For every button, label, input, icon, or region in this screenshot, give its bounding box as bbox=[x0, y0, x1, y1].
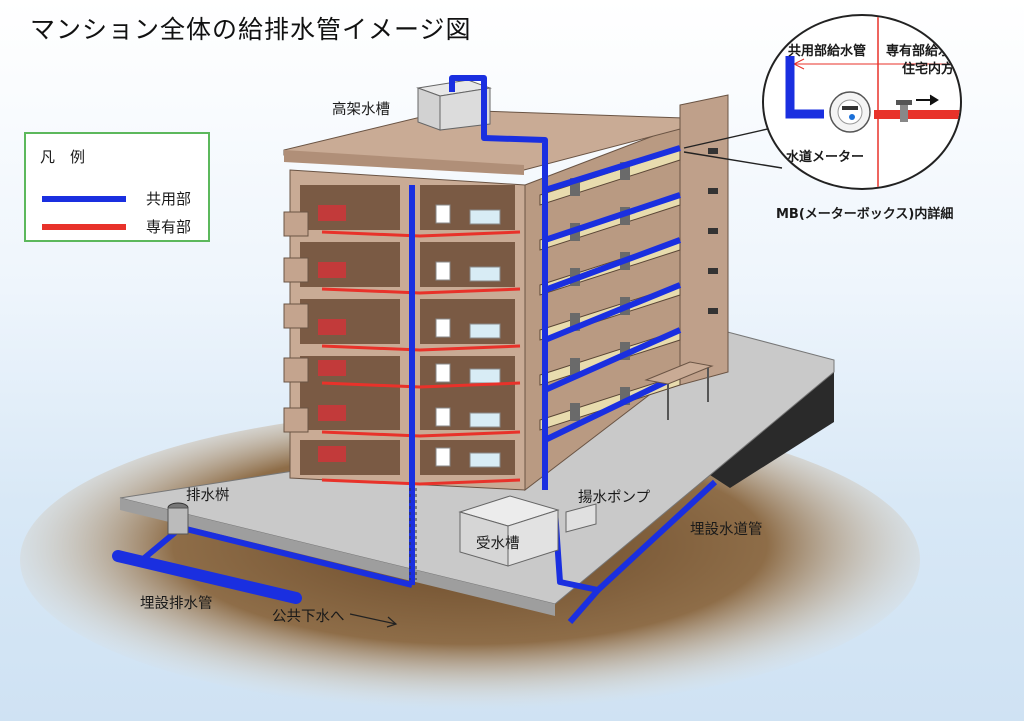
legend-label-private: 専有部 bbox=[146, 218, 192, 236]
entrance-canopy bbox=[644, 361, 714, 385]
page-title: マンション全体の給排水管イメージ図 bbox=[30, 15, 472, 44]
label-drain-basin: 排水桝 bbox=[186, 488, 230, 504]
callout-common-pipe bbox=[785, 56, 824, 119]
label-public-sewer: 公共下水へ bbox=[272, 609, 345, 625]
kitchen-units bbox=[318, 205, 346, 462]
callout-private-supply: 専有部給水管 bbox=[886, 44, 962, 59]
callout-direction: 住宅内方向 bbox=[902, 62, 962, 77]
private-pipes bbox=[321, 230, 521, 486]
callout-leader bbox=[683, 127, 783, 169]
common-pipes bbox=[181, 75, 718, 624]
buried-drain-pipe bbox=[112, 550, 302, 604]
valve-icon bbox=[900, 104, 908, 122]
water-meter-dial-icon bbox=[837, 99, 863, 125]
stair-window bbox=[708, 308, 718, 314]
label-buried-water: 埋設水道管 bbox=[690, 522, 763, 538]
legend-title: 凡 例 bbox=[40, 148, 86, 166]
stair-window bbox=[708, 188, 718, 194]
callout-drawing bbox=[785, 16, 960, 188]
legend: 凡 例 共用部 専有部 bbox=[24, 132, 210, 242]
pump-box bbox=[565, 503, 597, 533]
stair-window bbox=[708, 268, 718, 274]
receiving-tank-side bbox=[507, 509, 559, 567]
roof-edge bbox=[284, 150, 524, 175]
legend-swatch-common bbox=[42, 196, 126, 202]
label-elevated-tank: 高架水槽 bbox=[332, 102, 390, 118]
callout-meter-label: 水道メーター bbox=[786, 150, 865, 165]
mb-detail-callout: 共用部給水管 専有部給水管 住宅内方向 水道メーター bbox=[762, 14, 962, 190]
label-pump: 揚水ポンプ bbox=[578, 490, 651, 506]
water-meter-counter-icon bbox=[842, 106, 858, 110]
sewer-arrow-head bbox=[386, 616, 398, 628]
ground-slab-front-edge bbox=[120, 498, 555, 616]
label-mb-detail: MB(メーターボックス)内詳細 bbox=[776, 207, 954, 222]
callout-private-pipe bbox=[874, 110, 960, 119]
elevated-tank-front bbox=[417, 87, 441, 131]
stair-tower bbox=[679, 94, 729, 386]
flow-arrow-icon bbox=[929, 94, 939, 106]
legend-item-common: 共用部 bbox=[42, 188, 212, 208]
callout-common-supply: 共用部給水管 bbox=[788, 44, 867, 59]
basin-connector bbox=[140, 527, 180, 563]
sewer-arrow-line bbox=[349, 613, 397, 625]
label-receiving-tank: 受水槽 bbox=[476, 536, 520, 552]
bath-toilet-units bbox=[435, 204, 501, 468]
legend-item-private: 専有部 bbox=[42, 216, 212, 236]
stair-window bbox=[708, 228, 718, 234]
legend-label-common: 共用部 bbox=[146, 190, 192, 208]
valve-handle-icon bbox=[896, 100, 912, 105]
elevated-tank-side bbox=[439, 87, 491, 131]
label-buried-drain: 埋設排水管 bbox=[140, 596, 213, 612]
water-meter-needle-icon bbox=[849, 114, 855, 120]
balconies bbox=[283, 211, 309, 433]
stair-window bbox=[708, 148, 718, 154]
drain-basin-body bbox=[167, 507, 189, 535]
legend-swatch-private bbox=[42, 224, 126, 230]
